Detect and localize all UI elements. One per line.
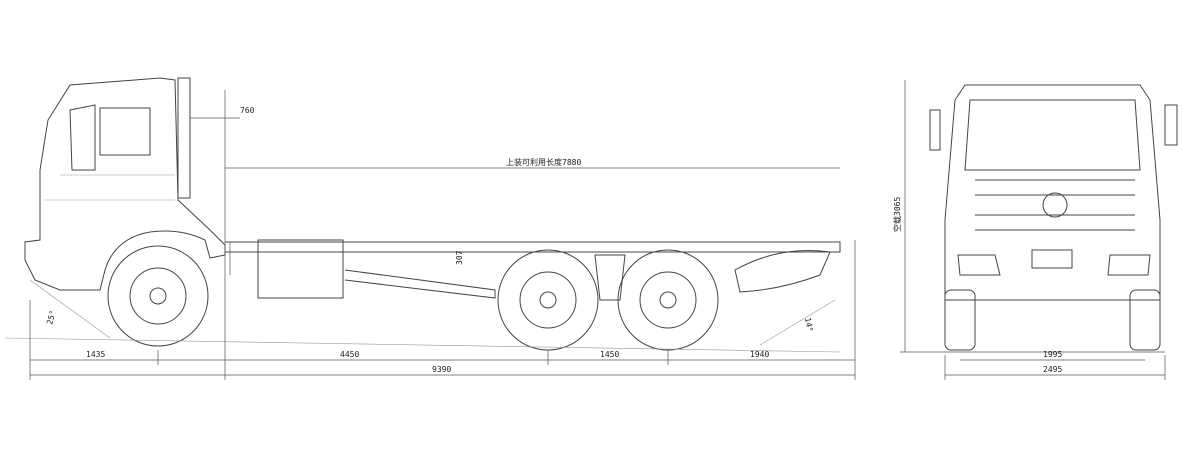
exhaust-stack (177, 77, 191, 199)
leaf-spring (594, 254, 626, 301)
side-view: 760 上装可利用长度7880 307 25° 14° 1435 4450 14… (4, 77, 856, 380)
rear-tank (734, 250, 831, 293)
dim-body-length: 上装可利用长度7880 (506, 157, 581, 167)
rear-wheel-1 (497, 249, 599, 351)
dim-wheelbase-1: 4450 (340, 350, 359, 359)
rear-wheel-2 (617, 249, 719, 351)
dim-overall-width: 2495 (1043, 365, 1062, 374)
front-view: 空载3065 1995 2495 (892, 80, 1178, 380)
dim-front-overhang: 1435 (86, 350, 105, 359)
dim-exhaust-offset: 760 (240, 106, 255, 115)
chassis-frame (225, 241, 841, 253)
front-right-tire (1129, 289, 1161, 351)
front-wheel (107, 245, 209, 347)
dim-overall-length: 9390 (432, 365, 451, 374)
dim-track: 1995 (1043, 350, 1062, 359)
dim-rear-overhang: 1940 (750, 350, 769, 359)
dim-height: 空载3065 (892, 197, 902, 232)
dim-departure-angle: 14° (803, 317, 814, 333)
dim-wheelbase-2: 1450 (600, 350, 619, 359)
dim-frame-height: 307 (455, 250, 464, 265)
front-left-tire (944, 289, 976, 351)
cab-outline (24, 77, 226, 291)
dim-approach-angle: 25° (45, 309, 57, 325)
logo-emblem (1042, 192, 1068, 218)
